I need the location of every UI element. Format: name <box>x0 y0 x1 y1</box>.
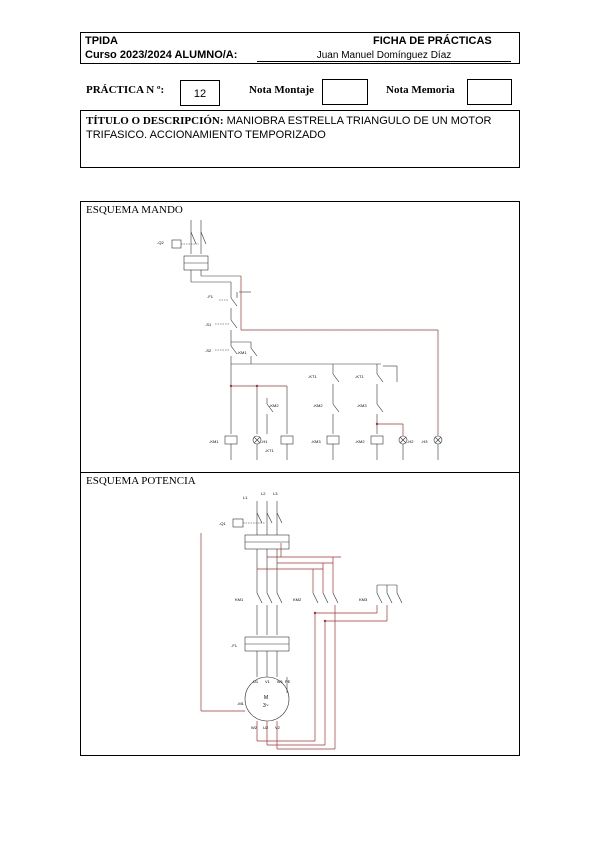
label-kt1-coil: -KT1 <box>265 448 274 453</box>
report-grade-box[interactable] <box>467 79 512 105</box>
label-km2-a: -KM2 <box>269 403 279 408</box>
term-u2: U2 <box>263 725 269 730</box>
label-f1: -F1 <box>207 294 214 299</box>
power-diagram-caption: ESQUEMA POTENCIA <box>86 475 196 487</box>
title-label: TÍTULO O DESCRIPCIÓN: <box>86 115 224 127</box>
label-km2: KM2 <box>293 597 302 602</box>
assembly-label: Nota Montaje <box>249 84 315 96</box>
term-v1: V1 <box>265 679 271 684</box>
practice-label: PRÁCTICA N º: <box>86 84 165 96</box>
term-u1: U1 <box>253 679 259 684</box>
label-km1-contact: -KM1 <box>237 350 247 355</box>
motor-phase: 3~ <box>263 703 269 709</box>
control-diagram: -Q2 -F1 -S1 -S2 -KM1 -KT1 -KT1 -KM2 -KM2… <box>157 220 443 460</box>
title-description: TÍTULO O DESCRIPCIÓN: MANIOBRA ESTRELLA … <box>86 114 506 142</box>
label-s2: -S2 <box>205 348 212 353</box>
label-km3: KM3 <box>359 597 368 602</box>
label-h2: -H2 <box>407 439 414 444</box>
course-label: Curso 2023/2024 ALUMNO/A: <box>85 49 238 61</box>
label-kt1-b: -KT1 <box>355 374 364 379</box>
label-km3: -KM3 <box>357 403 367 408</box>
label-kt1-a: -KT1 <box>308 374 317 379</box>
term-v2: V2 <box>275 725 281 730</box>
label-q1: -Q1 <box>219 521 226 526</box>
control-diagram-box: ESQUEMA MANDO <box>80 201 520 473</box>
label-km1: KM1 <box>235 597 244 602</box>
header-box: TPIDA FICHA DE PRÁCTICAS Curso 2023/2024… <box>80 32 520 64</box>
label-km2-coil: -KM2 <box>355 439 365 444</box>
term-pe: PE <box>285 679 291 684</box>
label-l3: L3 <box>273 491 278 496</box>
label-f1-power: -F1 <box>231 643 238 648</box>
motor-symbol: M <box>264 695 268 701</box>
label-h3: -H3 <box>421 439 428 444</box>
motor-tag: -M1 <box>237 701 245 706</box>
title-text: MANIOBRA ESTRELLA TRIANGULO DE UN MOTOR … <box>86 115 492 141</box>
title-box: TÍTULO O DESCRIPCIÓN: MANIOBRA ESTRELLA … <box>80 110 520 168</box>
subject-label: TPIDA <box>85 35 118 47</box>
report-label: Nota Memoria <box>386 84 455 96</box>
term-w2: W2 <box>251 725 258 730</box>
label-q2: -Q2 <box>157 240 164 245</box>
power-diagram: L1 L2 L3 -Q1 KM1 KM2 KM3 -F1 U1 V1 W1 PE… <box>200 491 403 750</box>
label-l2: L2 <box>261 491 266 496</box>
assembly-grade-box[interactable] <box>322 79 368 105</box>
student-name: Juan Manuel Domínguez Díaz <box>257 47 511 62</box>
power-diagram-box: ESQUEMA POTENCIA <box>80 472 520 756</box>
label-km3-coil: -KM3 <box>311 439 321 444</box>
label-km1-coil: -KM1 <box>209 439 219 444</box>
sheet-title: FICHA DE PRÁCTICAS <box>373 35 492 47</box>
label-km2-b: -KM2 <box>313 403 323 408</box>
label-s1: -S1 <box>205 322 212 327</box>
label-h1: -H1 <box>261 439 268 444</box>
practice-number-box: 12 <box>180 80 220 106</box>
control-diagram-caption: ESQUEMA MANDO <box>86 204 183 216</box>
term-w1: W1 <box>277 679 284 684</box>
label-l1: L1 <box>243 495 248 500</box>
